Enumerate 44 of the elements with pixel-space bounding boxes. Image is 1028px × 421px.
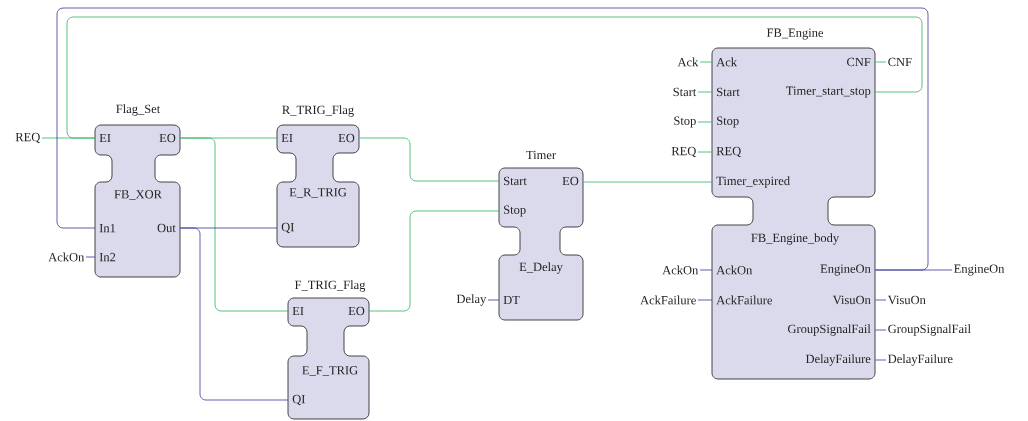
signal-label: Delay [456,294,487,306]
connection-line [56,7,929,271]
node-label: F_TRIG_Flag [294,280,366,292]
connection-line [875,299,887,301]
connection-line [697,121,713,123]
connection-line [875,359,887,361]
connection-line [699,269,713,271]
signal-label: Ack [677,57,699,67]
function-block: Timer Start EO Stop E_Delay DT [498,150,584,321]
node-label: FB_Engine [766,28,824,40]
connection-line [697,91,713,93]
signal-label: Stop [674,116,696,128]
signal-label: REQ [671,146,697,158]
node-label: Timer [526,150,556,160]
node-label: Flag_Set [116,104,161,116]
signal-label: AckOn [48,252,85,262]
signal-label: AckOn [662,265,699,275]
connection-line [359,137,500,182]
connection-line [875,61,887,63]
function-block: Flag_Set EI EO FB_XOR In1 Out In2 [94,104,181,278]
connection-line [875,269,953,271]
connection-line [697,151,713,153]
connection-line [699,61,713,63]
connection-line [875,329,887,331]
connection-line [180,227,289,401]
connection-line [369,210,500,312]
signal-label: GroupSignalFail [888,324,971,336]
signal-label: CNF [888,57,912,67]
connection-line [66,16,923,139]
connection-line [180,137,289,312]
function-block: FB_Engine Ack CNF Start Timer_start_stop Stop REQ Timer_expired FB_Engine_body AckOn EngineOn AckFailure VisuOn GroupSignalFail DelayFailure [711,28,876,380]
node-label: R_TRIG_Flag [282,105,354,117]
function-block: F_TRIG_Flag EI EO E_F_TRIG QI [287,280,370,420]
connection-line [583,181,713,183]
signal-label: VisuOn [887,295,926,305]
signal-label: Start [673,87,697,97]
signal-label: REQ [15,132,41,144]
connection-line [697,299,713,301]
signal-label: EngineOn [954,264,1005,276]
signal-label: DelayFailure [888,354,953,366]
signal-label: AckFailure [640,295,696,305]
function-block: R_TRIG_Flag EI EO E_R_TRIG QI [276,105,360,248]
connection-line [487,299,500,301]
connection-line [85,256,96,258]
